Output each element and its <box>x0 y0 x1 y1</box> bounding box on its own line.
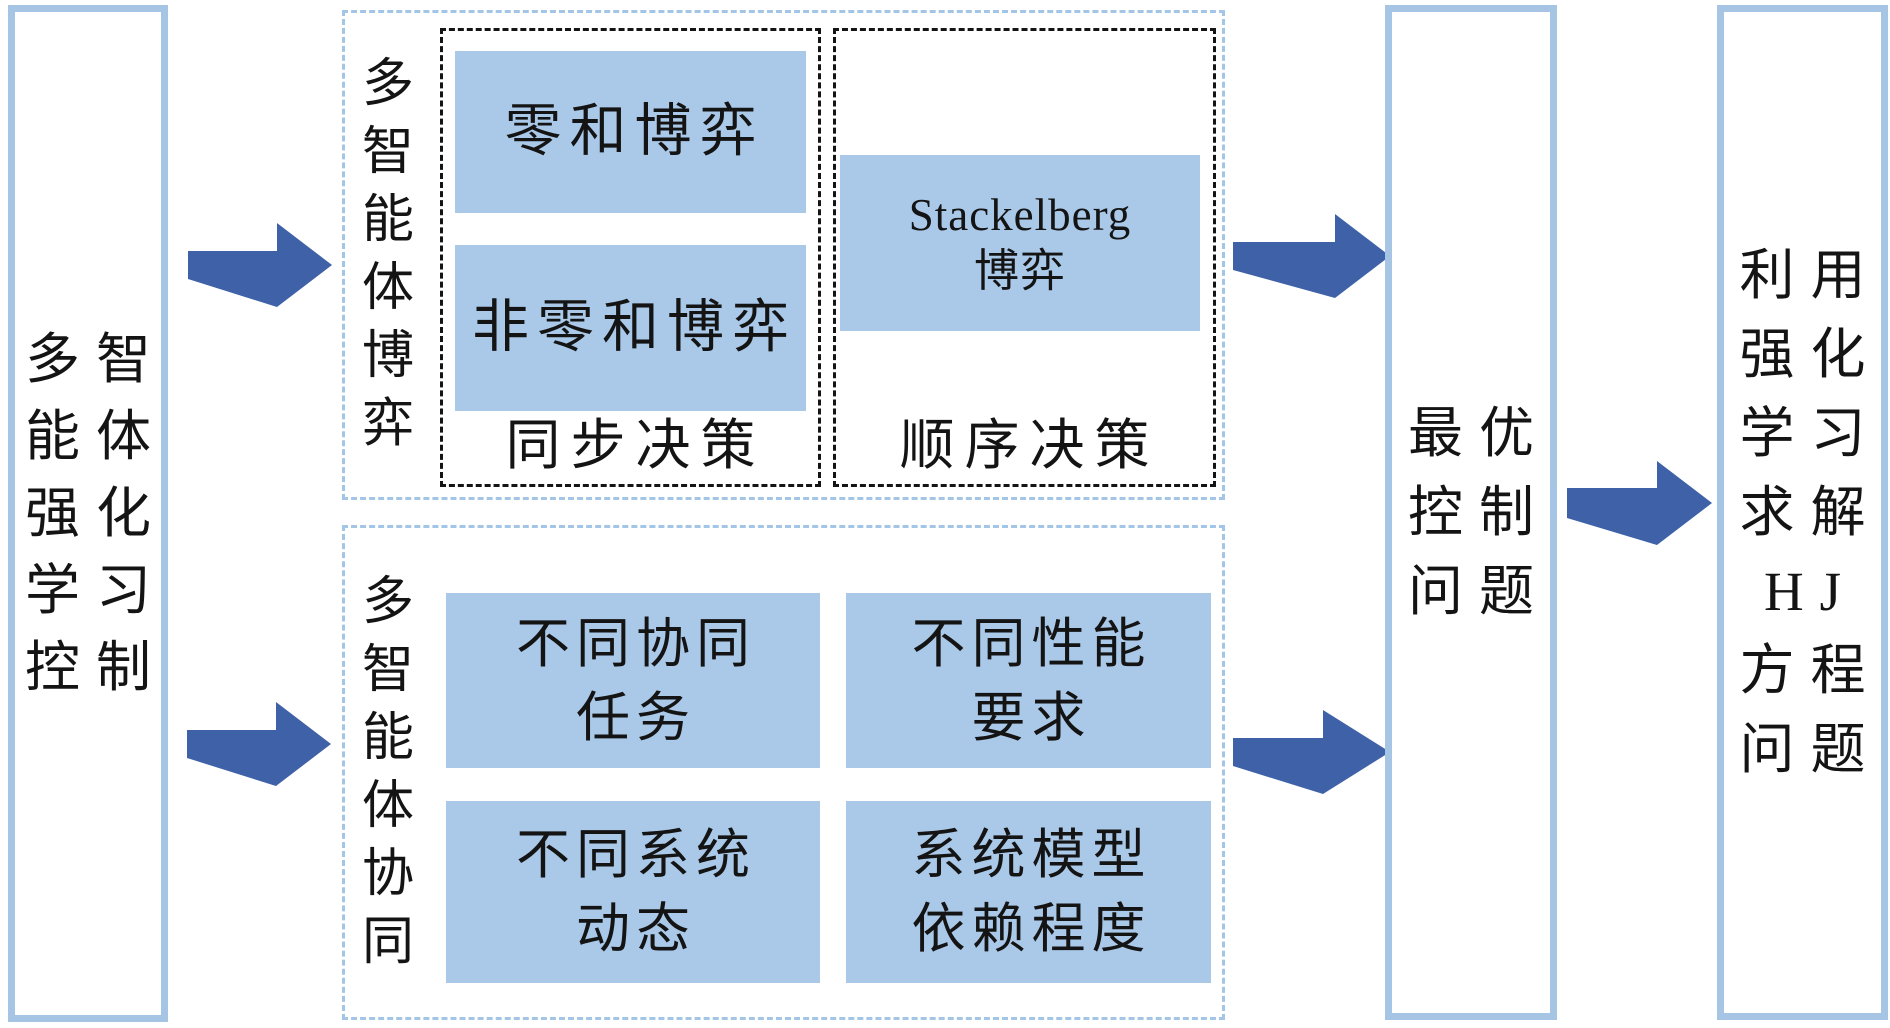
zero-sum-game-label: 零和博弈 <box>504 100 765 163</box>
hj-line: 求解 <box>1739 482 1882 543</box>
nonzero-sum-game-label: 非零和博弈 <box>472 296 797 359</box>
marl-line: 能体 <box>25 406 168 467</box>
optimal-line: 最优 <box>1408 403 1551 464</box>
sync-decision-group: 零和博弈 非零和博弈 同步决策 <box>440 28 821 487</box>
marl-line: 学习 <box>25 560 168 621</box>
seq-decision-label: 顺序决策 <box>899 415 1160 476</box>
stackelberg-game-box: Stackelberg 博弈 <box>840 155 1200 331</box>
optimal-line: 问题 <box>1408 561 1551 622</box>
arrow-marl-to-game-icon <box>188 223 332 307</box>
coop-box-performance: 不同性能 要求 <box>846 593 1211 768</box>
coop-box-dynamics-line: 动态 <box>576 899 696 959</box>
coop-box-tasks-line: 任务 <box>576 687 696 748</box>
coop-label-char: 多 <box>361 573 414 631</box>
sync-decision-label: 同步决策 <box>505 415 766 476</box>
arrow-marl-to-coop-icon <box>187 702 331 786</box>
arrow-game-to-optimal-icon <box>1233 214 1390 298</box>
coop-label-char: 体 <box>361 777 414 835</box>
coop-box-performance-line: 要求 <box>971 687 1092 748</box>
arrow-optimal-to-hj-icon <box>1567 461 1712 545</box>
marl-control-box: 多智 能体 强化 学习 控制 <box>8 5 168 1022</box>
game-label-char: 多 <box>361 56 414 113</box>
coop-box-tasks-line: 不同协同 <box>516 613 756 674</box>
hj-line: HJ <box>1763 561 1858 622</box>
marl-line: 多智 <box>25 329 168 390</box>
stackelberg-line2: 博弈 <box>973 246 1066 296</box>
game-label-char: 智 <box>361 124 414 181</box>
coop-box-model: 系统模型 依赖程度 <box>846 801 1211 983</box>
coop-section-label: 多 智 能 体 协 同 <box>359 528 417 1017</box>
arrow-coop-to-optimal-icon <box>1233 710 1390 794</box>
nonzero-sum-game-box: 非零和博弈 <box>455 245 806 411</box>
coop-box-model-line: 系统模型 <box>911 825 1152 885</box>
coop-label-char: 同 <box>361 913 414 971</box>
marl-line: 控制 <box>25 637 168 698</box>
game-label-char: 博 <box>361 328 414 385</box>
hj-line: 学习 <box>1739 403 1882 464</box>
game-label-char: 能 <box>361 192 414 249</box>
optimal-line: 控制 <box>1408 482 1551 543</box>
coop-section: 多 智 能 体 协 同 不同协同 任务 不同性能 要求 不同系统 动态 系统模型… <box>342 525 1225 1020</box>
coop-label-char: 能 <box>361 709 414 767</box>
coop-box-model-line: 依赖程度 <box>911 899 1152 959</box>
hj-line: 强化 <box>1739 324 1882 385</box>
coop-label-char: 智 <box>361 641 414 699</box>
hj-line: 方程 <box>1739 640 1882 701</box>
hj-line: 问题 <box>1739 719 1882 780</box>
game-section-label: 多 智 能 体 博 弈 <box>359 13 417 497</box>
hj-line: 利用 <box>1739 245 1882 306</box>
optimal-control-box: 最优 控制 问题 <box>1385 5 1557 1020</box>
hj-equation-box: 利用 强化 学习 求解 HJ 方程 问题 <box>1717 5 1888 1020</box>
marl-line: 强化 <box>25 483 168 544</box>
game-section: 多 智 能 体 博 弈 零和博弈 非零和博弈 同步决策 Stackelberg … <box>342 10 1225 500</box>
coop-box-tasks: 不同协同 任务 <box>446 593 820 768</box>
coop-box-performance-line: 不同性能 <box>911 613 1152 674</box>
coop-label-char: 协 <box>361 845 414 903</box>
seq-decision-group: Stackelberg 博弈 顺序决策 <box>833 28 1216 487</box>
coop-box-dynamics: 不同系统 动态 <box>446 801 820 983</box>
coop-box-dynamics-line: 不同系统 <box>516 825 756 885</box>
stackelberg-line1: Stackelberg <box>908 190 1132 240</box>
game-label-char: 弈 <box>361 396 414 453</box>
game-label-char: 体 <box>361 260 414 317</box>
zero-sum-game-box: 零和博弈 <box>455 51 806 213</box>
